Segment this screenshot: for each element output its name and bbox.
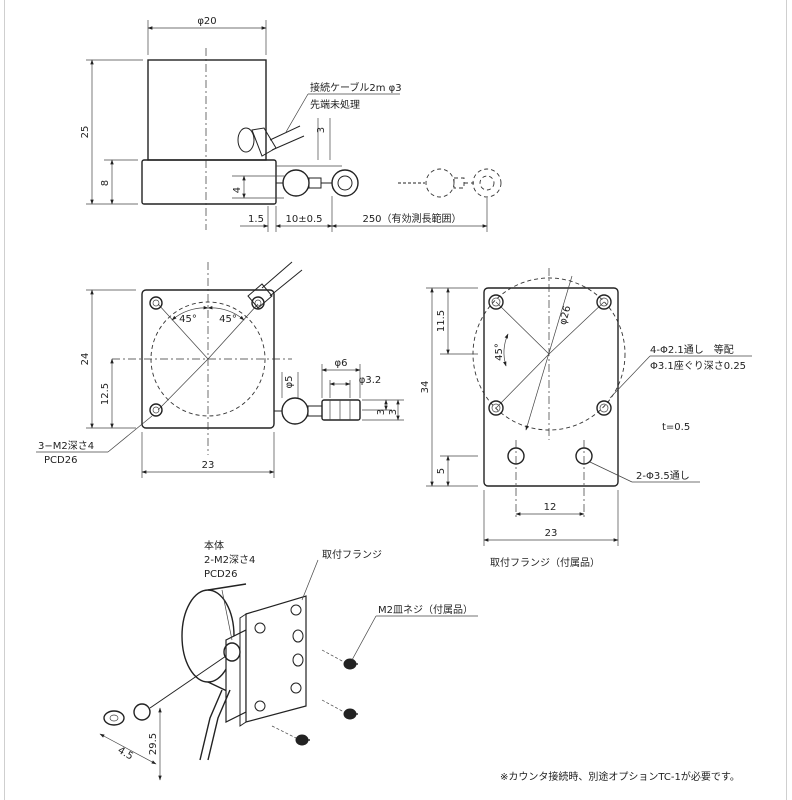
cable-note-line2: 先端未処理: [310, 98, 360, 111]
dim-23-flange-label: 23: [545, 528, 558, 539]
dim-25-label: 25: [80, 126, 91, 139]
dim-10-label: 10±0.5: [285, 214, 322, 225]
dim-12-label: 12: [544, 502, 557, 513]
dim-phi26-label: φ26: [558, 305, 574, 327]
note-holes-line2: Φ3.1座ぐり深さ0.25: [650, 359, 746, 372]
footnote: ※カウンタ接続時、別途オプションTC-1が必要です。: [500, 770, 740, 783]
dim-4-label: 4: [232, 187, 243, 193]
right-border-line: [786, 0, 787, 800]
iso-label-pcd: PCD26: [204, 569, 237, 580]
top-view: φ20 25 8 接続ケーブル2m φ3 先端未処理 3 4 1.5: [80, 16, 502, 232]
iso-label-m2: 2-M2深さ4: [204, 554, 255, 566]
note-m2-line1: 3−M2深さ4: [38, 440, 94, 452]
dim-1-5-label: 1.5: [248, 214, 264, 225]
dim-34-label: 34: [420, 381, 431, 394]
thickness-label: t=0.5: [662, 422, 690, 433]
flange-view: 45° φ26 34 11.5 5 12 23 4-Φ2.1通し 等配 Φ3.1…: [420, 268, 752, 569]
iso-label-body: 本体: [204, 539, 224, 552]
iso-label-screw: M2皿ネジ（付属品）: [378, 603, 473, 616]
dim-5-label: 5: [436, 468, 447, 474]
dim-phi3-2-label: φ3.2: [359, 375, 382, 386]
screw-1: [321, 649, 358, 670]
screw-2: [321, 699, 358, 720]
dim-3a-label: 3: [376, 409, 387, 415]
dim-8-label: 8: [100, 180, 111, 186]
dim-250-label: 250（有効測長範囲）: [362, 212, 461, 225]
angle-left-label: 45°: [179, 314, 197, 325]
angle-right-label: 45°: [219, 314, 237, 325]
dim-11-5-label: 11.5: [436, 310, 447, 332]
iso-label-flange: 取付フランジ: [322, 548, 382, 561]
dim-24-label: 24: [80, 353, 91, 366]
front-view: 45° 45° 24 12.5 23 φ5: [36, 261, 404, 478]
note-2hole: 2-Φ3.5通し: [636, 470, 690, 482]
dim-4-5-label: 4.5: [116, 745, 135, 762]
left-border-line: [4, 0, 5, 800]
dim-29-5-label: 29.5: [148, 733, 159, 755]
screw-3: [271, 725, 310, 746]
dim-12-5-label: 12.5: [100, 383, 111, 405]
dim-phi20-label: φ20: [197, 16, 216, 27]
dim-23-label: 23: [202, 460, 215, 471]
note-holes-line1: 4-Φ2.1通し 等配: [650, 343, 734, 356]
cable-note-line1: 接続ケーブル2m φ3: [310, 81, 402, 94]
dim-phi6-label: φ6: [335, 358, 348, 369]
dim-3b-label: 3: [388, 409, 399, 415]
dim-3-label: 3: [316, 127, 327, 133]
dim-phi5-label: φ5: [284, 376, 295, 389]
note-m2-line2: PCD26: [44, 455, 77, 466]
iso-view: 本体 2-M2深さ4 PCD26 取付フランジ M2皿ネジ（付属品） 29.5 …: [99, 539, 478, 781]
angle-45-label: 45°: [494, 343, 505, 361]
flange-caption: 取付フランジ（付属品）: [490, 556, 600, 569]
